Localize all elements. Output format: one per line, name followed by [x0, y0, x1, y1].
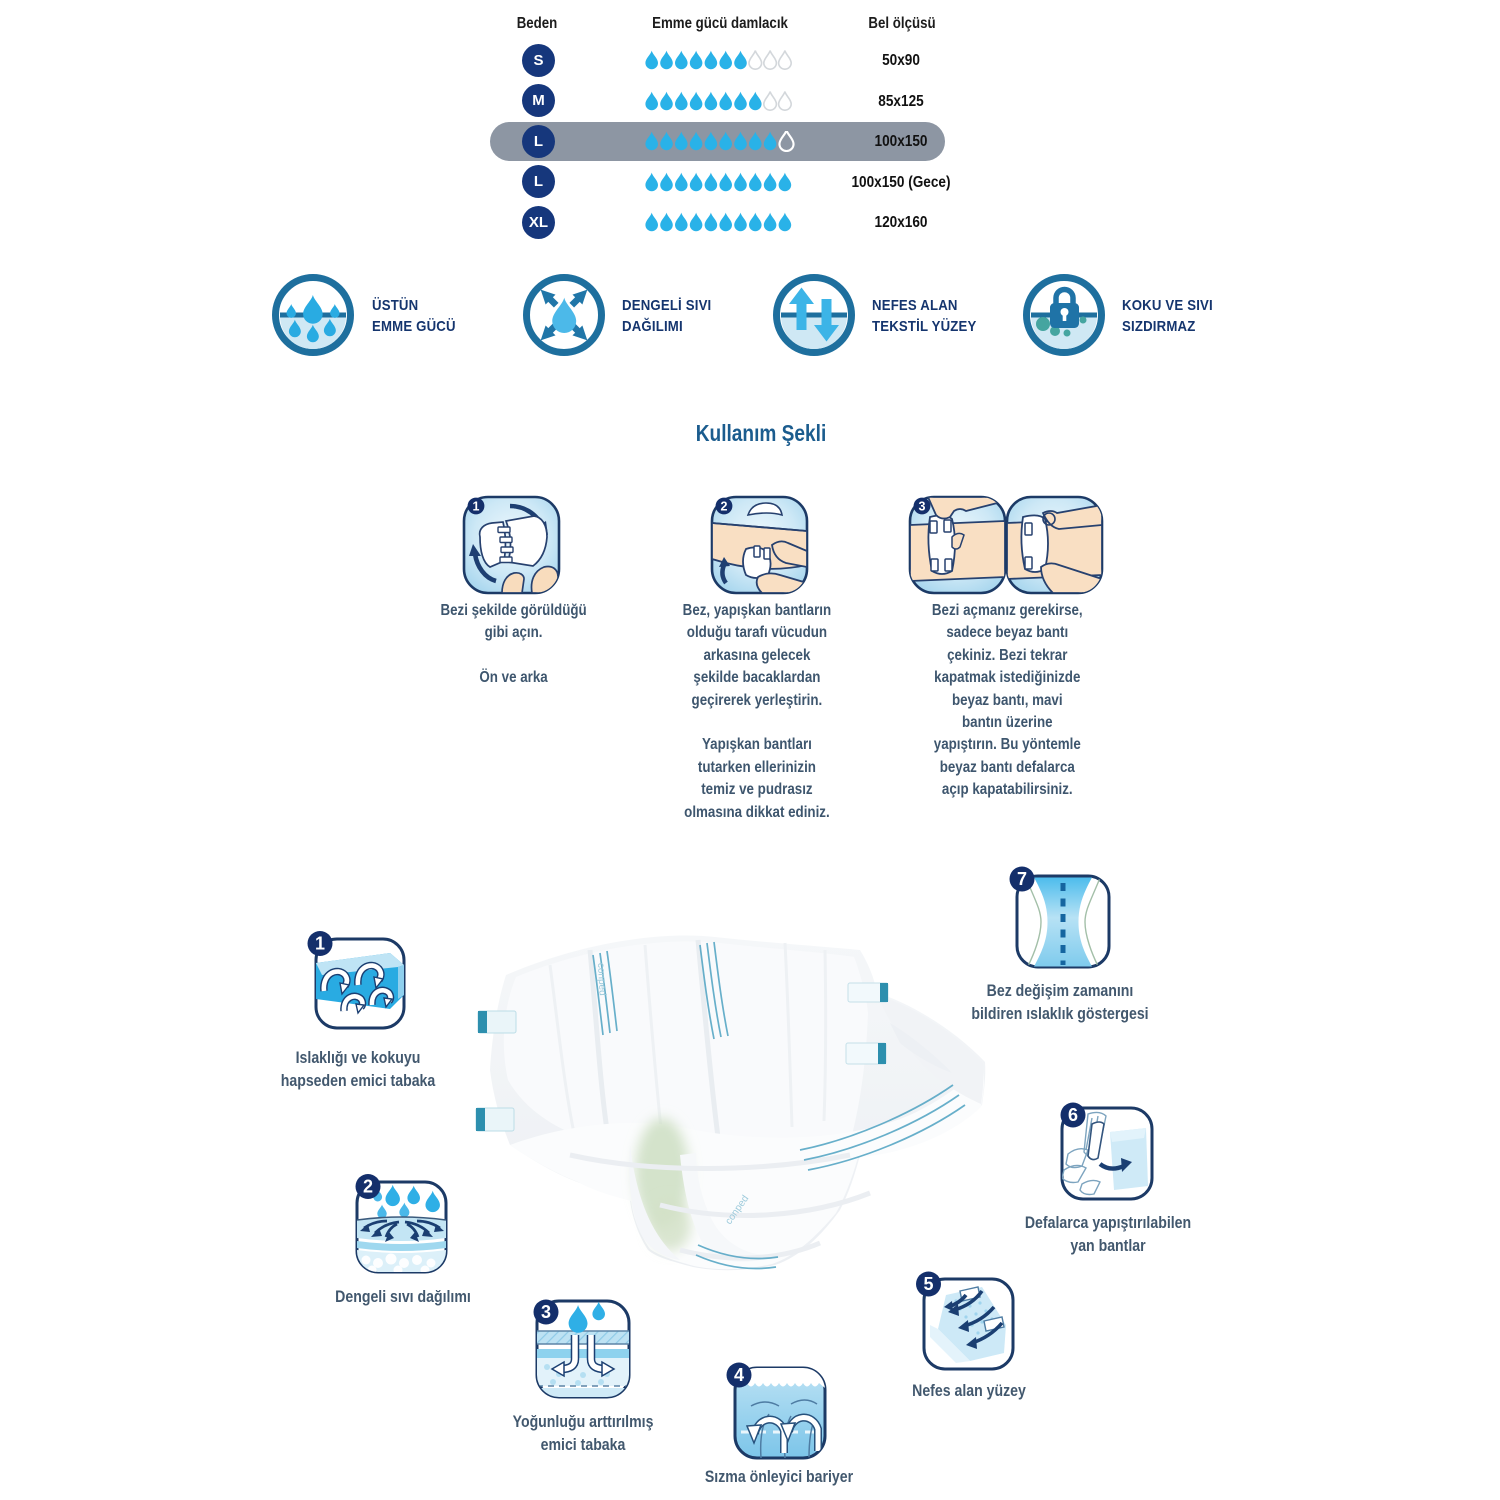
svg-text:6: 6 [1068, 1105, 1078, 1125]
svg-text:2: 2 [721, 500, 728, 514]
svg-text:3: 3 [919, 500, 926, 514]
svg-text:2: 2 [363, 1177, 373, 1197]
svg-text:3: 3 [541, 1302, 551, 1322]
svg-text:1: 1 [473, 500, 480, 514]
svg-text:5: 5 [923, 1274, 933, 1294]
svg-text:4: 4 [734, 1365, 744, 1385]
svg-text:1: 1 [315, 934, 325, 954]
svg-text:conped: conped [595, 963, 608, 996]
svg-text:7: 7 [1017, 869, 1027, 889]
